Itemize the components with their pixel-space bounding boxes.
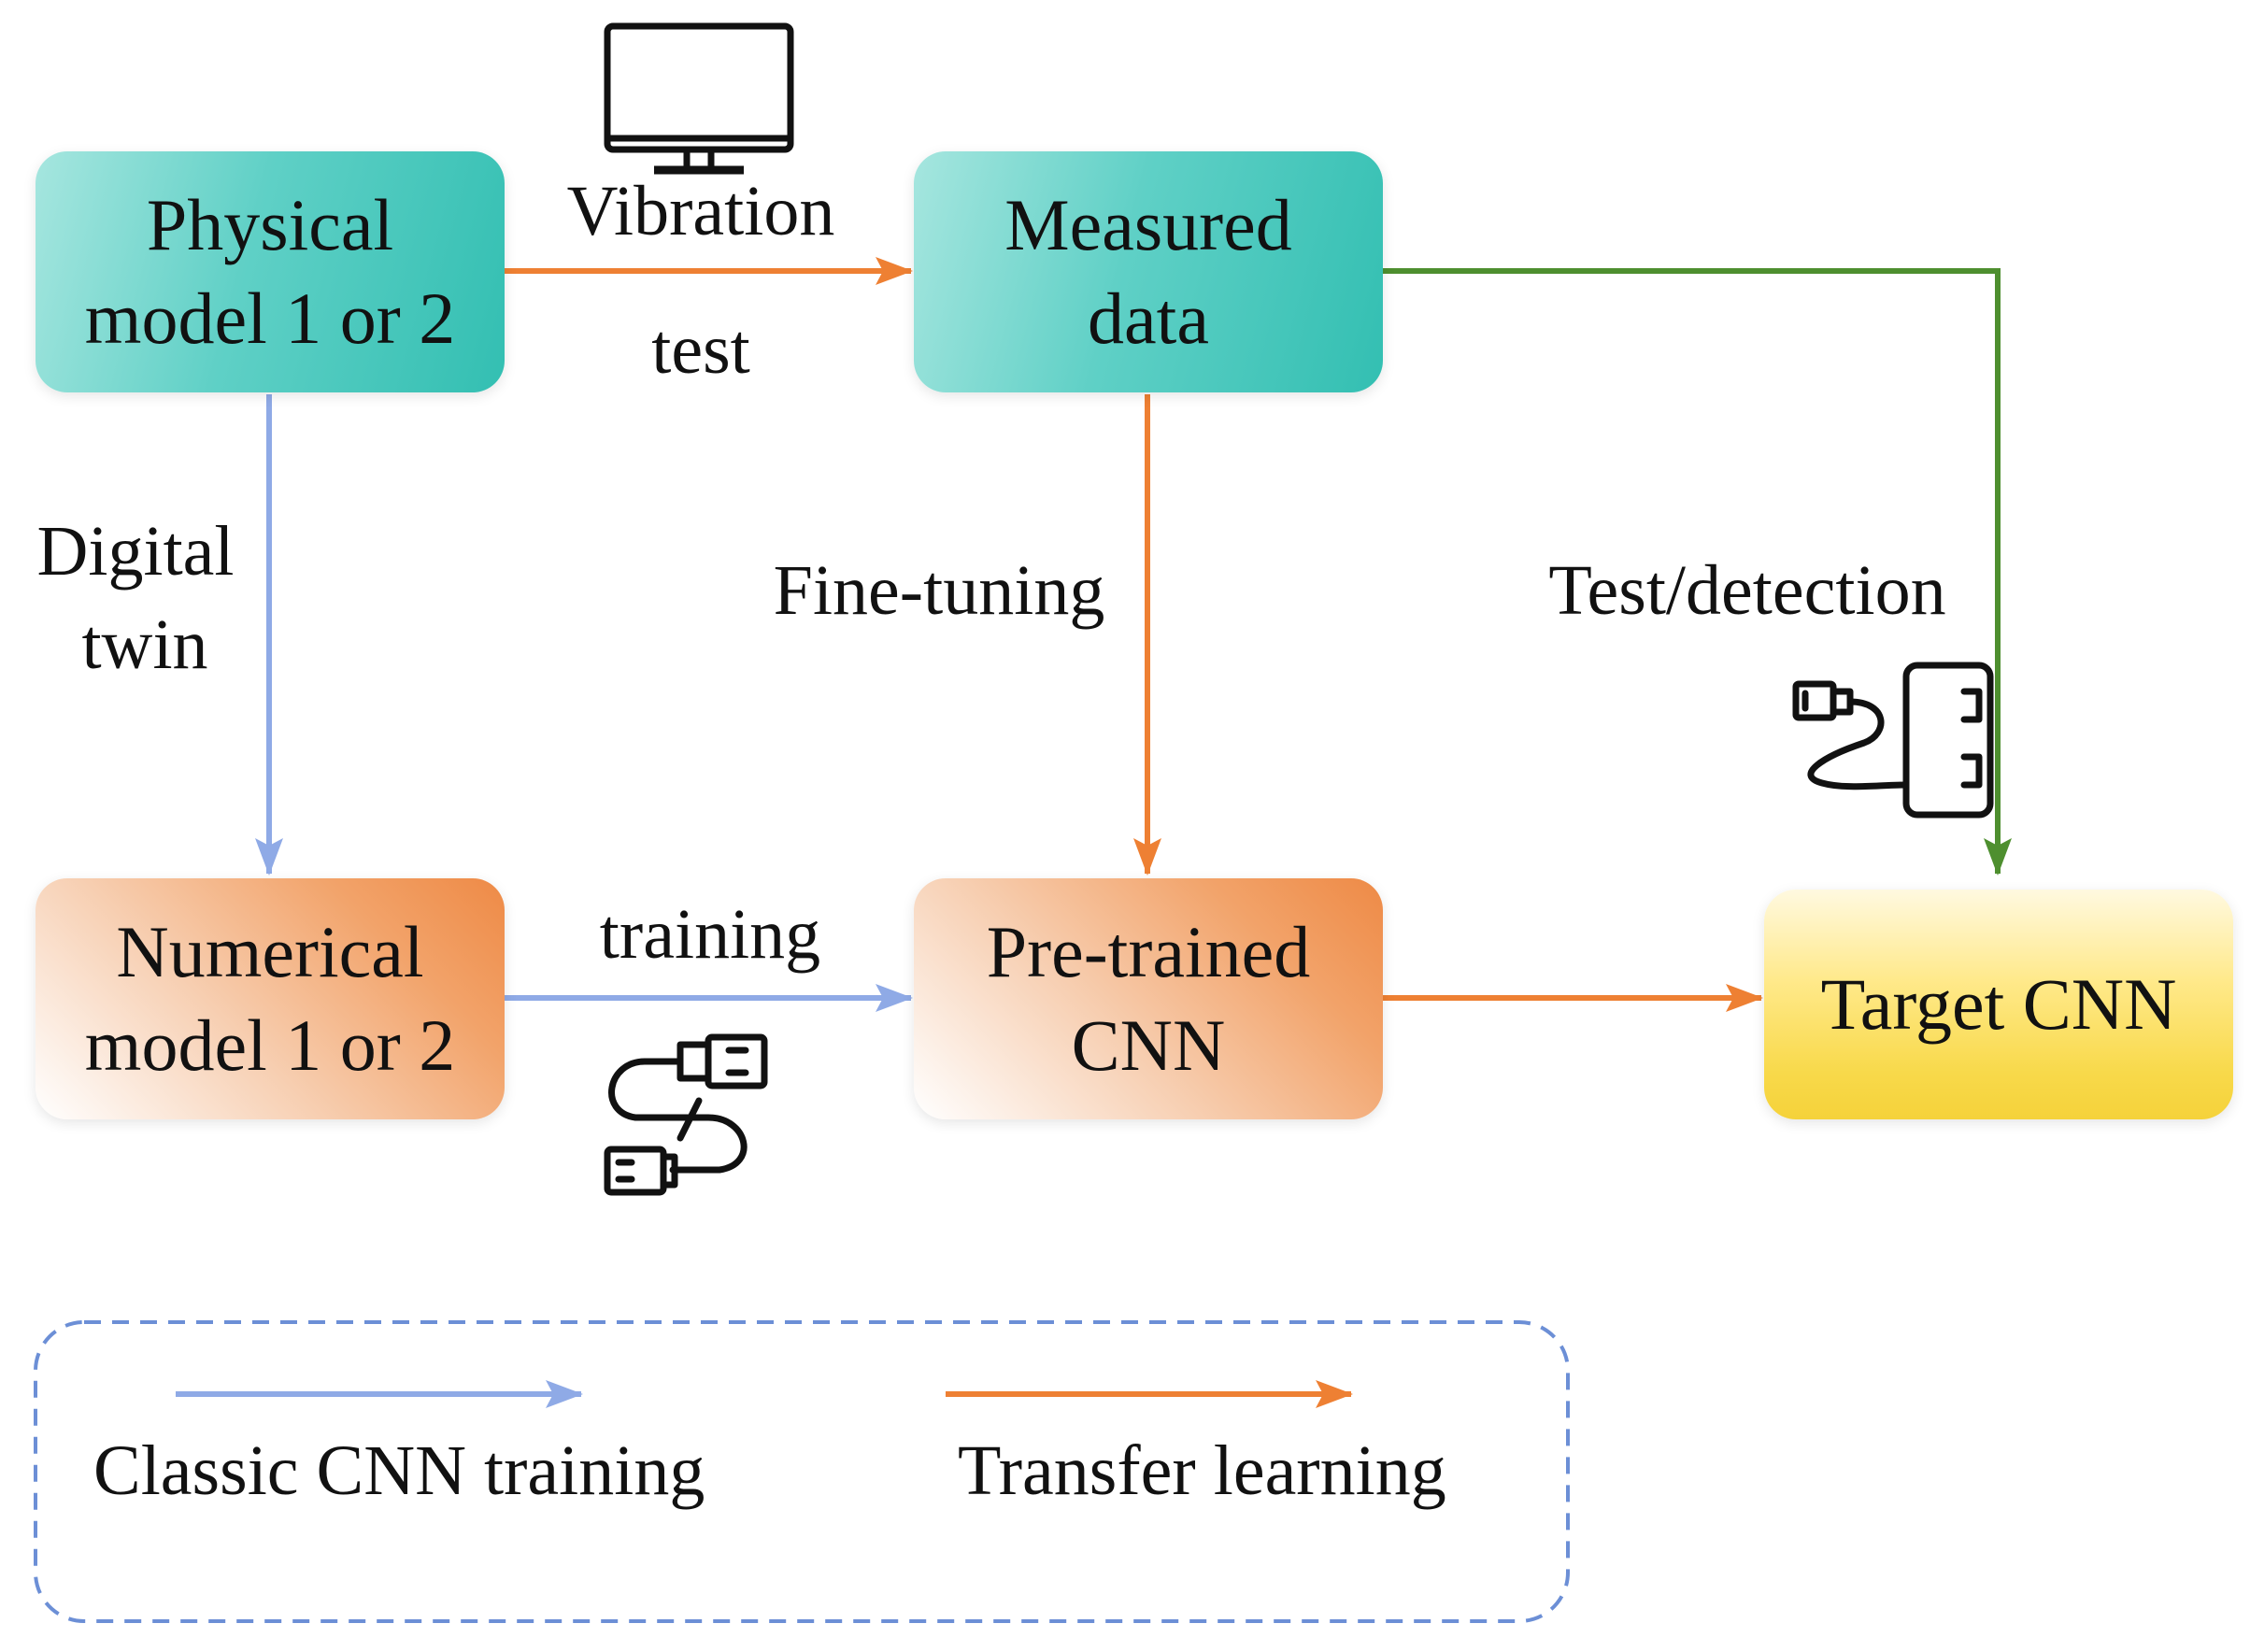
node-numerical-model: Numerical model 1 or 2: [36, 878, 505, 1119]
node-physical-line1: Physical: [146, 184, 394, 265]
node-measured-data: Measured data: [914, 151, 1383, 392]
legend-box: [34, 1320, 1570, 1623]
node-target-cnn: Target CNN: [1764, 890, 2233, 1119]
node-measured-line1: Measured: [1004, 184, 1292, 265]
node-pretrained-line2: CNN: [1071, 1004, 1226, 1086]
label-fine-tuning: Fine-tuning: [773, 551, 1105, 630]
legend-transfer-label: Transfer learning: [958, 1431, 1446, 1510]
node-target-line1: Target CNN: [1820, 963, 2177, 1045]
usb-cable-icon: [604, 1033, 768, 1196]
node-physical-line2: model 1 or 2: [84, 278, 456, 359]
label-test-detection: Test/detection: [1548, 551, 1946, 630]
node-measured-line2: data: [1088, 278, 1209, 359]
usb-plug-port-icon: [1792, 662, 1994, 819]
node-numerical-line1: Numerical: [116, 911, 424, 992]
monitor-icon: [604, 22, 794, 175]
label-vibration: Vibration: [566, 172, 835, 250]
node-pretrained-line1: Pre-trained: [986, 911, 1311, 992]
node-physical-model: Physical model 1 or 2: [36, 151, 505, 392]
label-twin: twin: [81, 605, 208, 684]
label-training: training: [599, 895, 821, 974]
label-digital: Digital: [36, 512, 235, 591]
label-test: test: [651, 310, 750, 389]
node-pretrained-cnn: Pre-trained CNN: [914, 878, 1383, 1119]
node-numerical-line2: model 1 or 2: [84, 1004, 456, 1086]
arrow-test-detection: [1383, 268, 2012, 876]
legend-classic-label: Classic CNN training: [93, 1431, 705, 1510]
